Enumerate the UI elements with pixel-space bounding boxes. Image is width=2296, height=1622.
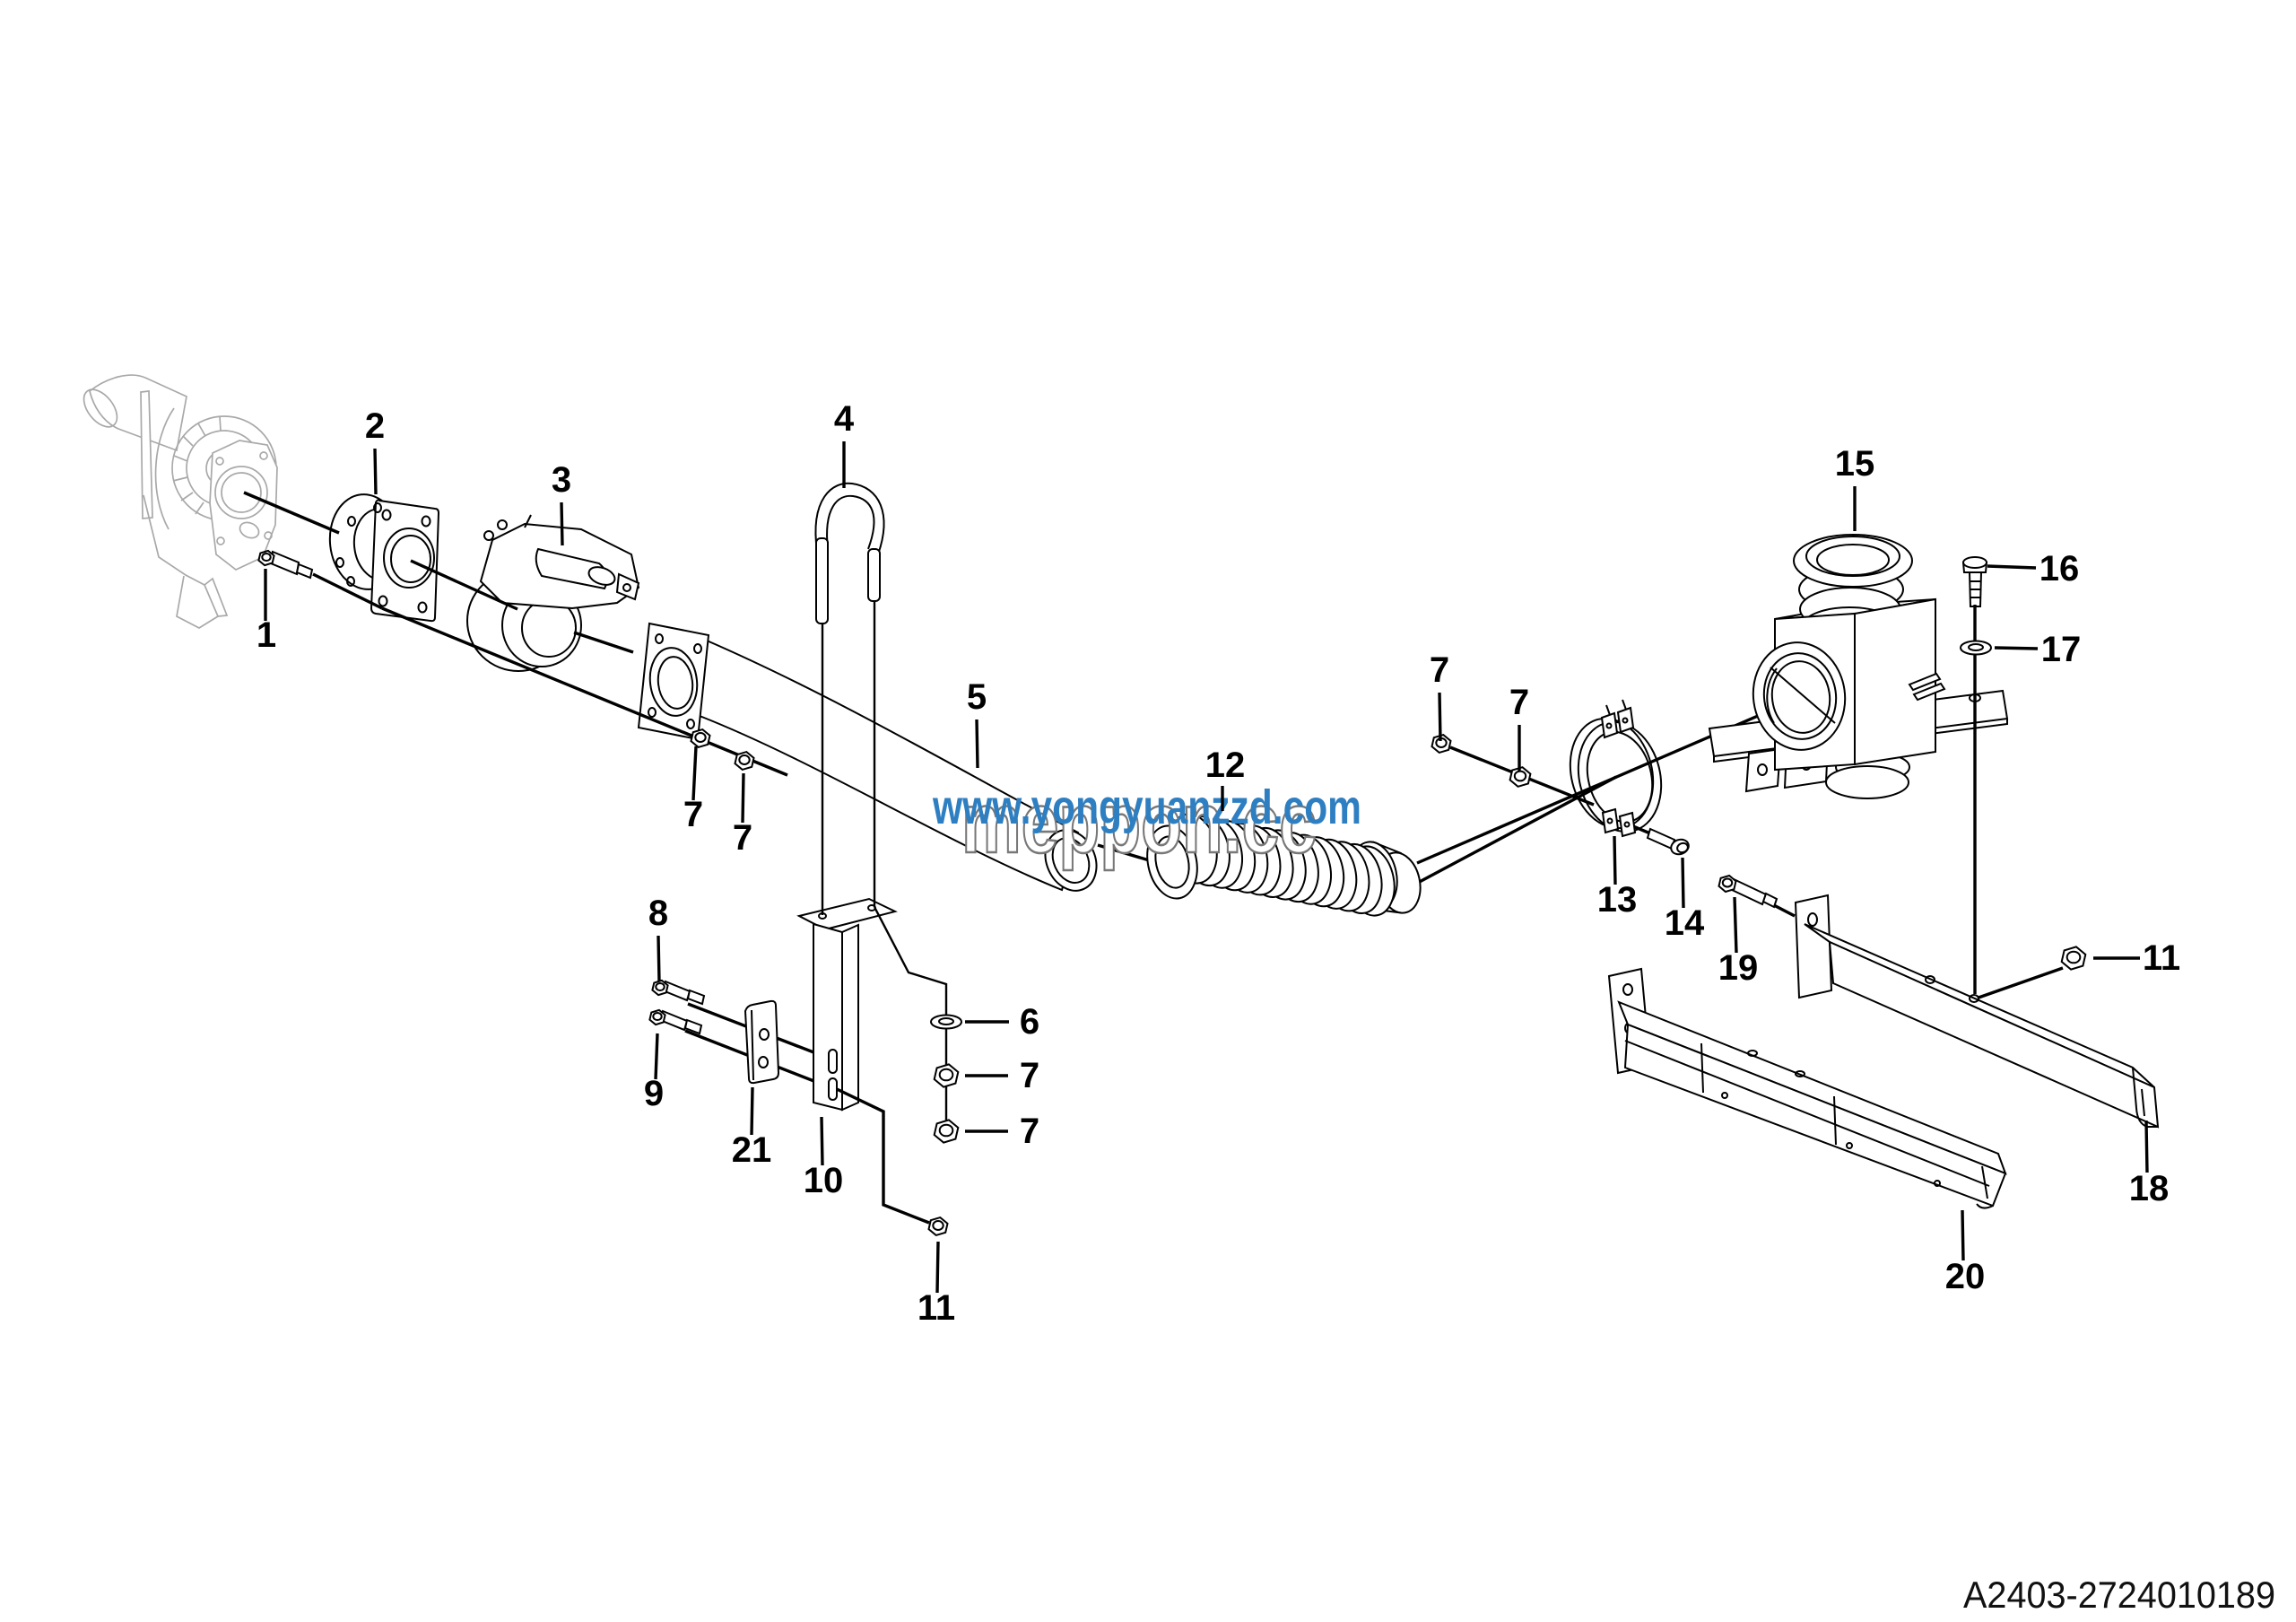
callout-leader-19 bbox=[1733, 896, 1738, 954]
callout-leader-5 bbox=[975, 719, 979, 769]
bellows-corrugations bbox=[1168, 813, 1396, 917]
bellows-end-ring bbox=[1146, 824, 1198, 900]
bolt-9-head bbox=[648, 1008, 666, 1026]
callout-12: 12 bbox=[1205, 746, 1246, 785]
exhaust-pipe-5 bbox=[637, 622, 1098, 892]
callout-6: 6 bbox=[1020, 1002, 1039, 1042]
callout-leader-7 bbox=[1438, 692, 1442, 742]
callout-15: 15 bbox=[1835, 444, 1875, 484]
flexible-bellows-12 bbox=[1146, 813, 1422, 917]
nut-7 bbox=[933, 1063, 960, 1088]
engine-turbo-sketch bbox=[83, 374, 278, 629]
bolt-8-head bbox=[651, 979, 669, 997]
callout-8: 8 bbox=[648, 894, 668, 933]
callout-7: 7 bbox=[1020, 1056, 1039, 1095]
callout-1: 1 bbox=[257, 615, 276, 655]
callout-4: 4 bbox=[834, 399, 855, 439]
bolt-16 bbox=[1961, 556, 1988, 607]
nut-7 bbox=[690, 728, 711, 749]
nut-7 bbox=[1509, 766, 1532, 788]
channel-bracket-20 bbox=[1607, 967, 2007, 1209]
nut-7 bbox=[734, 750, 755, 772]
washer-17 bbox=[1960, 640, 1992, 656]
callout-7: 7 bbox=[683, 795, 703, 834]
bolt-19 bbox=[1728, 877, 1779, 909]
callout-leader-9 bbox=[654, 1033, 659, 1080]
callout-20: 20 bbox=[1945, 1257, 1986, 1296]
callout-leader-18 bbox=[2144, 1120, 2149, 1173]
callout-7: 7 bbox=[1430, 650, 1449, 690]
callout-leader-2 bbox=[373, 448, 378, 495]
support-bracket-10 bbox=[796, 897, 898, 1112]
callout-7: 7 bbox=[1020, 1112, 1039, 1151]
spacer-plate-21 bbox=[744, 999, 780, 1085]
watermark-yongyuanzzd: www.yongyuanzzd.com bbox=[932, 780, 1361, 834]
callout-leader-8 bbox=[657, 935, 661, 982]
washer-6 bbox=[930, 1014, 962, 1030]
callout-7: 7 bbox=[1509, 683, 1529, 722]
callout-18: 18 bbox=[2129, 1169, 2170, 1208]
callout-leader-7 bbox=[741, 772, 745, 824]
callout-leader-11 bbox=[935, 1241, 940, 1294]
callout-3: 3 bbox=[552, 460, 571, 500]
callout-17: 17 bbox=[2041, 630, 2082, 669]
callout-leader-16 bbox=[1987, 564, 2037, 570]
flange-adapter-2 bbox=[328, 493, 440, 623]
channel-bracket-18 bbox=[1794, 894, 2160, 1129]
fastener-layer bbox=[257, 549, 2087, 1237]
exhaust-brake-valve-3 bbox=[466, 514, 640, 672]
callout-11: 11 bbox=[2143, 938, 2180, 978]
nut-7 bbox=[933, 1119, 960, 1144]
assembly-axis-lines-over bbox=[243, 491, 2064, 1225]
bolt-19-head bbox=[1718, 874, 1737, 894]
bolts-8-9 bbox=[658, 980, 706, 1035]
callout-leader-7 bbox=[691, 746, 698, 801]
nut-11 bbox=[2060, 946, 2087, 971]
callout-leader-3 bbox=[560, 501, 564, 546]
callout-leader-20 bbox=[1961, 1209, 1965, 1261]
clamp-bolt-14 bbox=[1646, 827, 1690, 856]
callout-2: 2 bbox=[365, 406, 385, 446]
callout-10: 10 bbox=[804, 1161, 844, 1200]
callout-13: 13 bbox=[1597, 880, 1638, 920]
callout-16: 16 bbox=[2039, 549, 2080, 589]
bolt-1-head bbox=[257, 549, 275, 567]
callout-leader-13 bbox=[1613, 835, 1617, 885]
ring-clamp-13 bbox=[1569, 699, 1663, 838]
callout-9: 9 bbox=[644, 1074, 664, 1113]
watermark-meppon: meppon.cc bbox=[961, 775, 1317, 871]
turbo-ribs bbox=[172, 415, 222, 515]
outlet-valve-15 bbox=[1708, 534, 2009, 799]
callout-5: 5 bbox=[967, 677, 987, 717]
callout-14: 14 bbox=[1665, 903, 1705, 943]
nut-11 bbox=[927, 1216, 949, 1237]
callout-19: 19 bbox=[1718, 948, 1759, 988]
callout-21: 21 bbox=[732, 1130, 772, 1170]
u-bolt-clamp-4 bbox=[814, 482, 885, 624]
callout-11: 11 bbox=[918, 1288, 955, 1328]
bolt-1 bbox=[269, 550, 314, 580]
callout-7: 7 bbox=[733, 818, 752, 858]
callout-leader-17 bbox=[1994, 646, 2039, 650]
drawing-number: A2403-2724010189 bbox=[1963, 1574, 2275, 1616]
